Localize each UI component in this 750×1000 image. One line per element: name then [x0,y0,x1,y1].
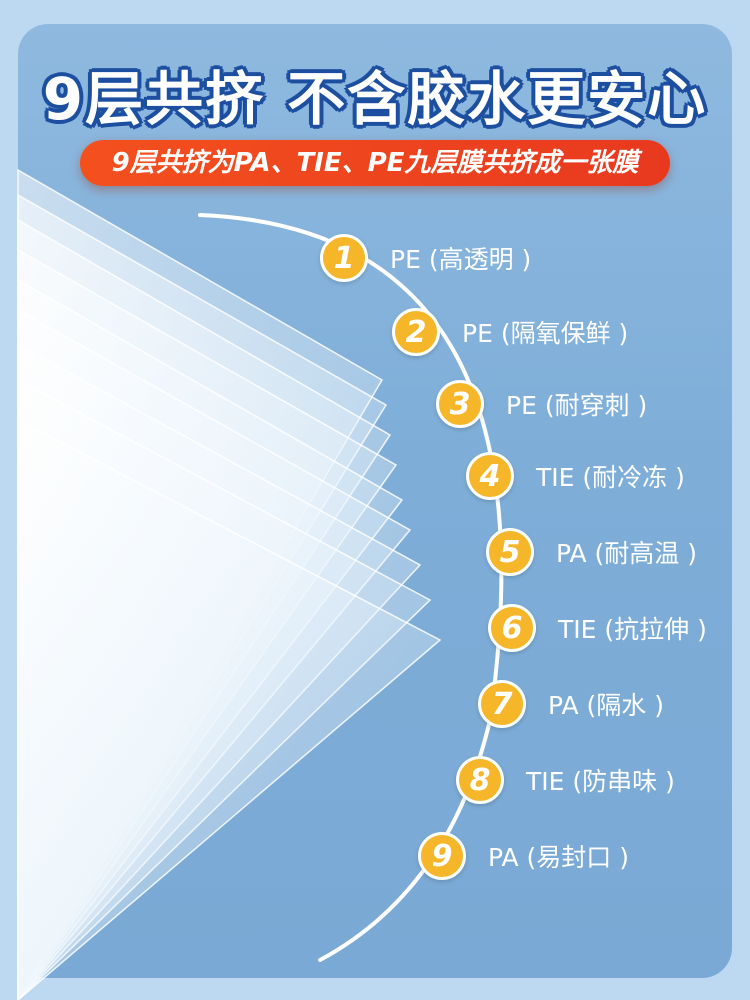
layer-number-badge: 6 [488,604,536,652]
layer-number-badge: 8 [456,756,504,804]
layer-number-badge: 9 [418,832,466,880]
layer-number-badge: 1 [320,234,368,282]
layer-item-2: 2 PE (隔氧保鲜 ) [392,308,629,356]
layer-label: PA (耐高温 ) [556,539,697,568]
layer-number-badge: 3 [436,380,484,428]
layer-label: PA (易封口 ) [488,843,629,872]
subtitle-banner: 9层共挤为PA、TIE、PE九层膜共挤成一张膜 [80,140,670,186]
layer-number-badge: 4 [466,452,514,500]
layer-number-badge: 7 [478,680,526,728]
layer-number-badge: 2 [392,308,440,356]
layer-label: PE (隔氧保鲜 ) [462,319,629,348]
page-title: 9层共挤 不含胶水更安心 [42,65,708,133]
layer-item-7: 7 PA (隔水 ) [478,680,664,728]
layer-label: TIE (抗拉伸 ) [558,615,707,644]
layer-item-4: 4 TIE (耐冷冻 ) [466,452,685,500]
layer-item-3: 3 PE (耐穿刺 ) [436,380,648,428]
layer-label: PE (高透明 ) [390,245,532,274]
layer-item-6: 6 TIE (抗拉伸 ) [488,604,707,652]
layer-label: PE (耐穿刺 ) [506,391,648,420]
layer-item-1: 1 PE (高透明 ) [320,234,532,282]
layer-item-5: 5 PA (耐高温 ) [486,528,697,576]
layer-item-8: 8 TIE (防串味 ) [456,756,675,804]
layer-label: PA (隔水 ) [548,691,664,720]
layer-label: TIE (防串味 ) [526,767,675,796]
layer-number-badge: 5 [486,528,534,576]
layer-item-9: 9 PA (易封口 ) [418,832,629,880]
layer-label: TIE (耐冷冻 ) [536,463,685,492]
subtitle-text: 9层共挤为PA、TIE、PE九层膜共挤成一张膜 [111,148,639,178]
film-sheet [17,418,442,1000]
